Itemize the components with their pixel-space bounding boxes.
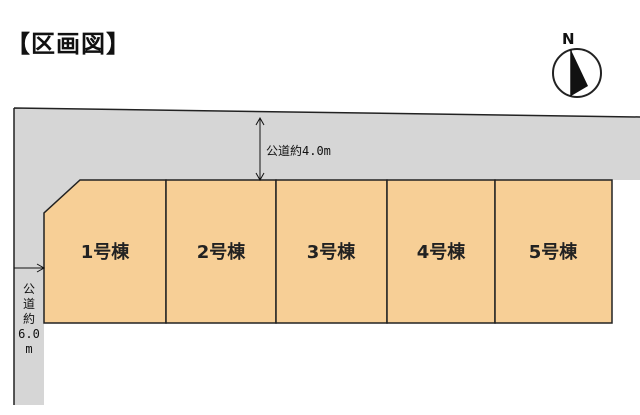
lot-3[interactable] — [275, 179, 388, 324]
lot-2-label: 2号棟 — [197, 241, 247, 263]
north-arrow-icon — [552, 48, 602, 98]
lot-3-label: 3号棟 — [307, 241, 357, 263]
page-title: 【区画図】 — [6, 30, 131, 58]
lot-2[interactable] — [165, 179, 277, 324]
road-left-char-2: 道 — [23, 297, 35, 311]
lot-4-label: 4号棟 — [417, 241, 467, 263]
lot-1[interactable] — [43, 179, 167, 324]
road-left-char-3: 約 — [23, 311, 35, 326]
north-label: N — [562, 30, 575, 48]
road-top-dimension — [255, 116, 265, 182]
road-left-char-4: 6.0 — [18, 327, 40, 341]
road-top-label: 公道約4.0m — [266, 143, 331, 158]
road-left-dimension — [14, 263, 46, 273]
lots-group — [43, 179, 613, 324]
road-area — [14, 108, 640, 405]
lot-1-label: 1号棟 — [81, 241, 131, 263]
lot-4[interactable] — [386, 179, 496, 324]
lot-5-label: 5号棟 — [529, 241, 579, 263]
road-outer-edge — [13, 107, 640, 405]
road-left-char-5: m — [25, 342, 32, 356]
lot-5[interactable] — [494, 179, 613, 324]
road-left-char-1: 公 — [23, 282, 35, 296]
